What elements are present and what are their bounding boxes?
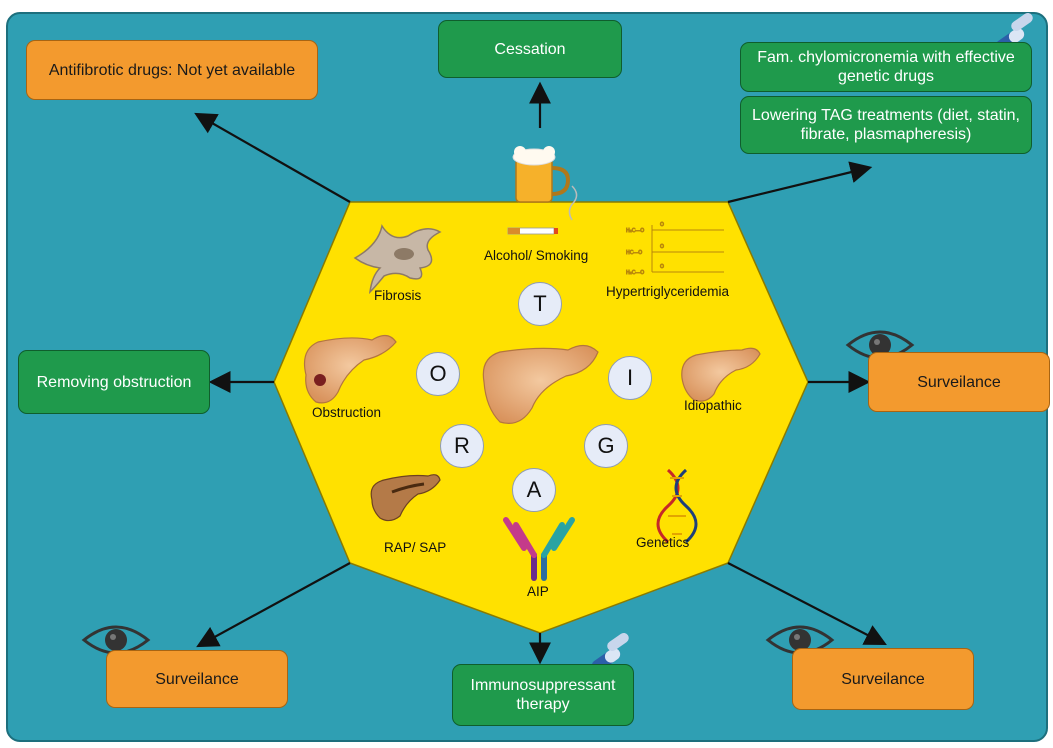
letter-g: G: [584, 424, 628, 468]
box-removing-obstruction: Removing obstruction: [18, 350, 210, 414]
box-immunosuppressant: Immunosuppressant therapy: [452, 664, 634, 726]
label-hypertriglyceridemia: Hypertriglyceridemia: [606, 284, 730, 299]
svg-text:HC—O: HC—O: [626, 250, 642, 256]
box-lowering-tag: Lowering TAG treatments (diet, statin, f…: [740, 96, 1032, 154]
cigarette-icon: [507, 185, 578, 235]
pancreas-rap-icon: [370, 474, 441, 522]
pancreas-idiopathic-icon: [681, 347, 761, 402]
label-obstruction: Obstruction: [312, 405, 382, 420]
box-surveilance-right: Surveilance: [868, 352, 1050, 412]
letter-o: O: [416, 352, 460, 396]
letter-a: A: [512, 468, 556, 512]
pancreas-obstruction-icon: [303, 334, 397, 404]
svg-text:H₂C—O: H₂C—O: [626, 228, 644, 234]
box-fam-chylomicronemia: Fam. chylomicronemia with effective gene…: [740, 42, 1032, 92]
box-surveilance-bottom-right: Surveilance: [792, 648, 974, 710]
svg-text:H₂C—O: H₂C—O: [626, 270, 644, 276]
arrow-to-surveilance-bl: [196, 562, 351, 648]
arrow-to-antifibrotic: [194, 112, 351, 203]
box-antifibrotic: Antifibrotic drugs: Not yet available: [26, 40, 318, 100]
triglyceride-structure-icon: H₂C—O HC—O H₂C—O O O O: [626, 222, 724, 277]
label-rap-sap: RAP/ SAP: [384, 540, 447, 555]
label-alcohol-smoking: Alcohol/ Smoking: [484, 248, 589, 263]
pancreas-center-icon: [482, 344, 599, 424]
arrow-to-tag: [727, 161, 873, 204]
dna-icon: [656, 468, 698, 544]
letter-i: I: [608, 356, 652, 400]
beer-mug-icon: [512, 146, 571, 203]
eye-icon-right: [845, 330, 915, 360]
eye-icon-bottom-left: [81, 625, 151, 655]
box-surveilance-bottom-left: Surveilance: [106, 650, 288, 708]
box-cessation: Cessation: [438, 20, 622, 78]
arrow-to-surveilance-br: [727, 562, 887, 646]
antibody-icon: [503, 517, 575, 581]
label-idiopathic: Idiopathic: [684, 398, 742, 413]
label-fibrosis: Fibrosis: [374, 288, 422, 303]
fibroblast-icon: [353, 224, 442, 295]
svg-text:O: O: [660, 244, 664, 250]
eye-icon-bottom-right: [765, 625, 835, 655]
label-aip: AIP: [527, 584, 549, 599]
letter-r: R: [440, 424, 484, 468]
label-genetics: Genetics: [636, 535, 690, 550]
svg-text:O: O: [660, 264, 664, 270]
octagon-shape: [273, 201, 809, 634]
letter-t: T: [518, 282, 562, 326]
svg-text:O: O: [660, 222, 664, 228]
